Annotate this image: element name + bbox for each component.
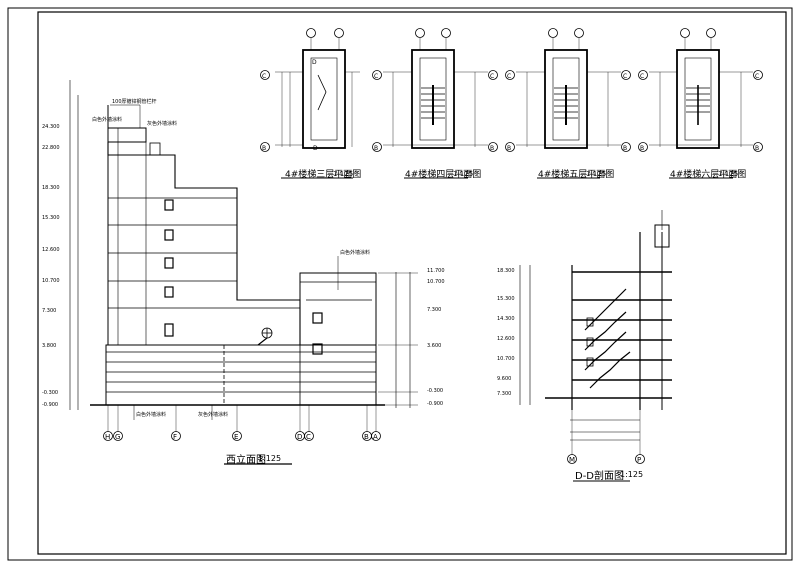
level-label: 10.700: [42, 278, 60, 284]
section-level-label: 10.700: [497, 356, 515, 362]
level-label: 15.300: [42, 215, 60, 221]
section-cut-mark: D: [313, 145, 318, 152]
stair-plan-3: [505, 28, 631, 179]
axis-label: C: [306, 433, 311, 441]
right-level-label: -0.900: [427, 401, 443, 407]
note-text: 100厚镀锌钢管栏杆: [112, 98, 157, 105]
axis-label: D: [297, 433, 302, 441]
stair-plan-4: [638, 28, 763, 179]
section-title: D-D剖面图: [575, 471, 625, 482]
inner-frame: [37, 11, 787, 555]
plan-axis-label: B: [623, 145, 627, 152]
level-label: 3.800: [42, 343, 56, 349]
section-level-label: 7.300: [497, 391, 511, 397]
section-level-label: 18.300: [497, 268, 515, 274]
note-text: 白色外墙涂料: [340, 249, 370, 256]
level-label: -0.300: [42, 390, 58, 396]
level-label: 18.300: [42, 185, 60, 191]
stair-plan-scale: 1:125: [718, 170, 739, 178]
plan-axis-label: B: [490, 145, 494, 152]
stair-plan-title: 4#楼梯四层平面图: [405, 170, 482, 180]
section-level-label: 15.300: [497, 296, 515, 302]
stair-plan-1: [260, 28, 360, 179]
stair-plan-title: 4#楼梯三层平面图: [285, 170, 362, 180]
plan-axis-label: B: [374, 145, 378, 152]
section-scale: 1:125: [620, 470, 644, 479]
right-level-label: -0.300: [427, 388, 443, 394]
axis-label: B: [364, 433, 369, 441]
stair-plan-title: 4#楼梯五层平面图: [538, 170, 615, 180]
plan-axis-label: B: [640, 145, 644, 152]
section-level-label: 9.600: [497, 376, 511, 382]
section-level-label: 12.600: [497, 336, 515, 342]
level-label: 24.300: [42, 124, 60, 130]
plan-axis-label: B: [262, 145, 266, 152]
stair-plan-scale: 1:125: [453, 170, 474, 178]
outer-frame: [7, 7, 793, 561]
axis-label: E: [234, 433, 238, 441]
plan-axis-label: C: [490, 73, 494, 80]
axis-label: H: [105, 433, 110, 441]
right-level-label: 10.700: [427, 279, 445, 285]
section-cut-mark: D: [312, 59, 317, 66]
note-text: 灰色外墙涂料: [198, 411, 228, 418]
plan-axis-label: C: [374, 73, 378, 80]
axis-label: G: [115, 433, 120, 441]
stair-plan-scale: 1:125: [333, 170, 354, 178]
section-axis-label: P: [637, 456, 641, 464]
level-label: 22.800: [42, 145, 60, 151]
plan-axis-label: C: [755, 73, 759, 80]
svg-labels: 24.300 22.800 18.300 15.300 12.600 10.70…: [42, 59, 759, 464]
section-level-label: 14.300: [497, 316, 515, 322]
plan-axis-label: C: [623, 73, 627, 80]
stair-plans: [260, 28, 763, 179]
elevation-scale: 1:125: [258, 454, 282, 463]
note-text: 灰色外墙涂料: [147, 120, 177, 127]
section-d-d: [519, 210, 672, 482]
plan-axis-label: C: [640, 73, 644, 80]
west-elevation: [69, 80, 418, 465]
plan-axis-label: B: [755, 145, 759, 152]
section-axis-label: M: [569, 456, 575, 464]
stair-plan-title: 4#楼梯六层平面图: [670, 170, 747, 180]
plan-axis-label: B: [507, 145, 511, 152]
elevation-title: 西立面图: [226, 455, 266, 466]
right-level-label: 7.300: [427, 307, 441, 313]
level-label: 12.600: [42, 247, 60, 253]
plan-axis-label: C: [507, 73, 511, 80]
stair-plan-scale: 1:125: [586, 170, 607, 178]
plan-axis-label: C: [262, 73, 266, 80]
stair-plan-2: [372, 28, 498, 179]
note-text: 白色外墙涂料: [136, 411, 166, 418]
level-label: 7.300: [42, 308, 56, 314]
right-level-label: 11.700: [427, 268, 445, 274]
right-level-label: 3.600: [427, 343, 441, 349]
axis-label: A: [373, 433, 378, 441]
axis-label: F: [173, 433, 177, 441]
level-label: -0.900: [42, 402, 58, 408]
note-text: 白色外墙涂料: [92, 116, 122, 123]
